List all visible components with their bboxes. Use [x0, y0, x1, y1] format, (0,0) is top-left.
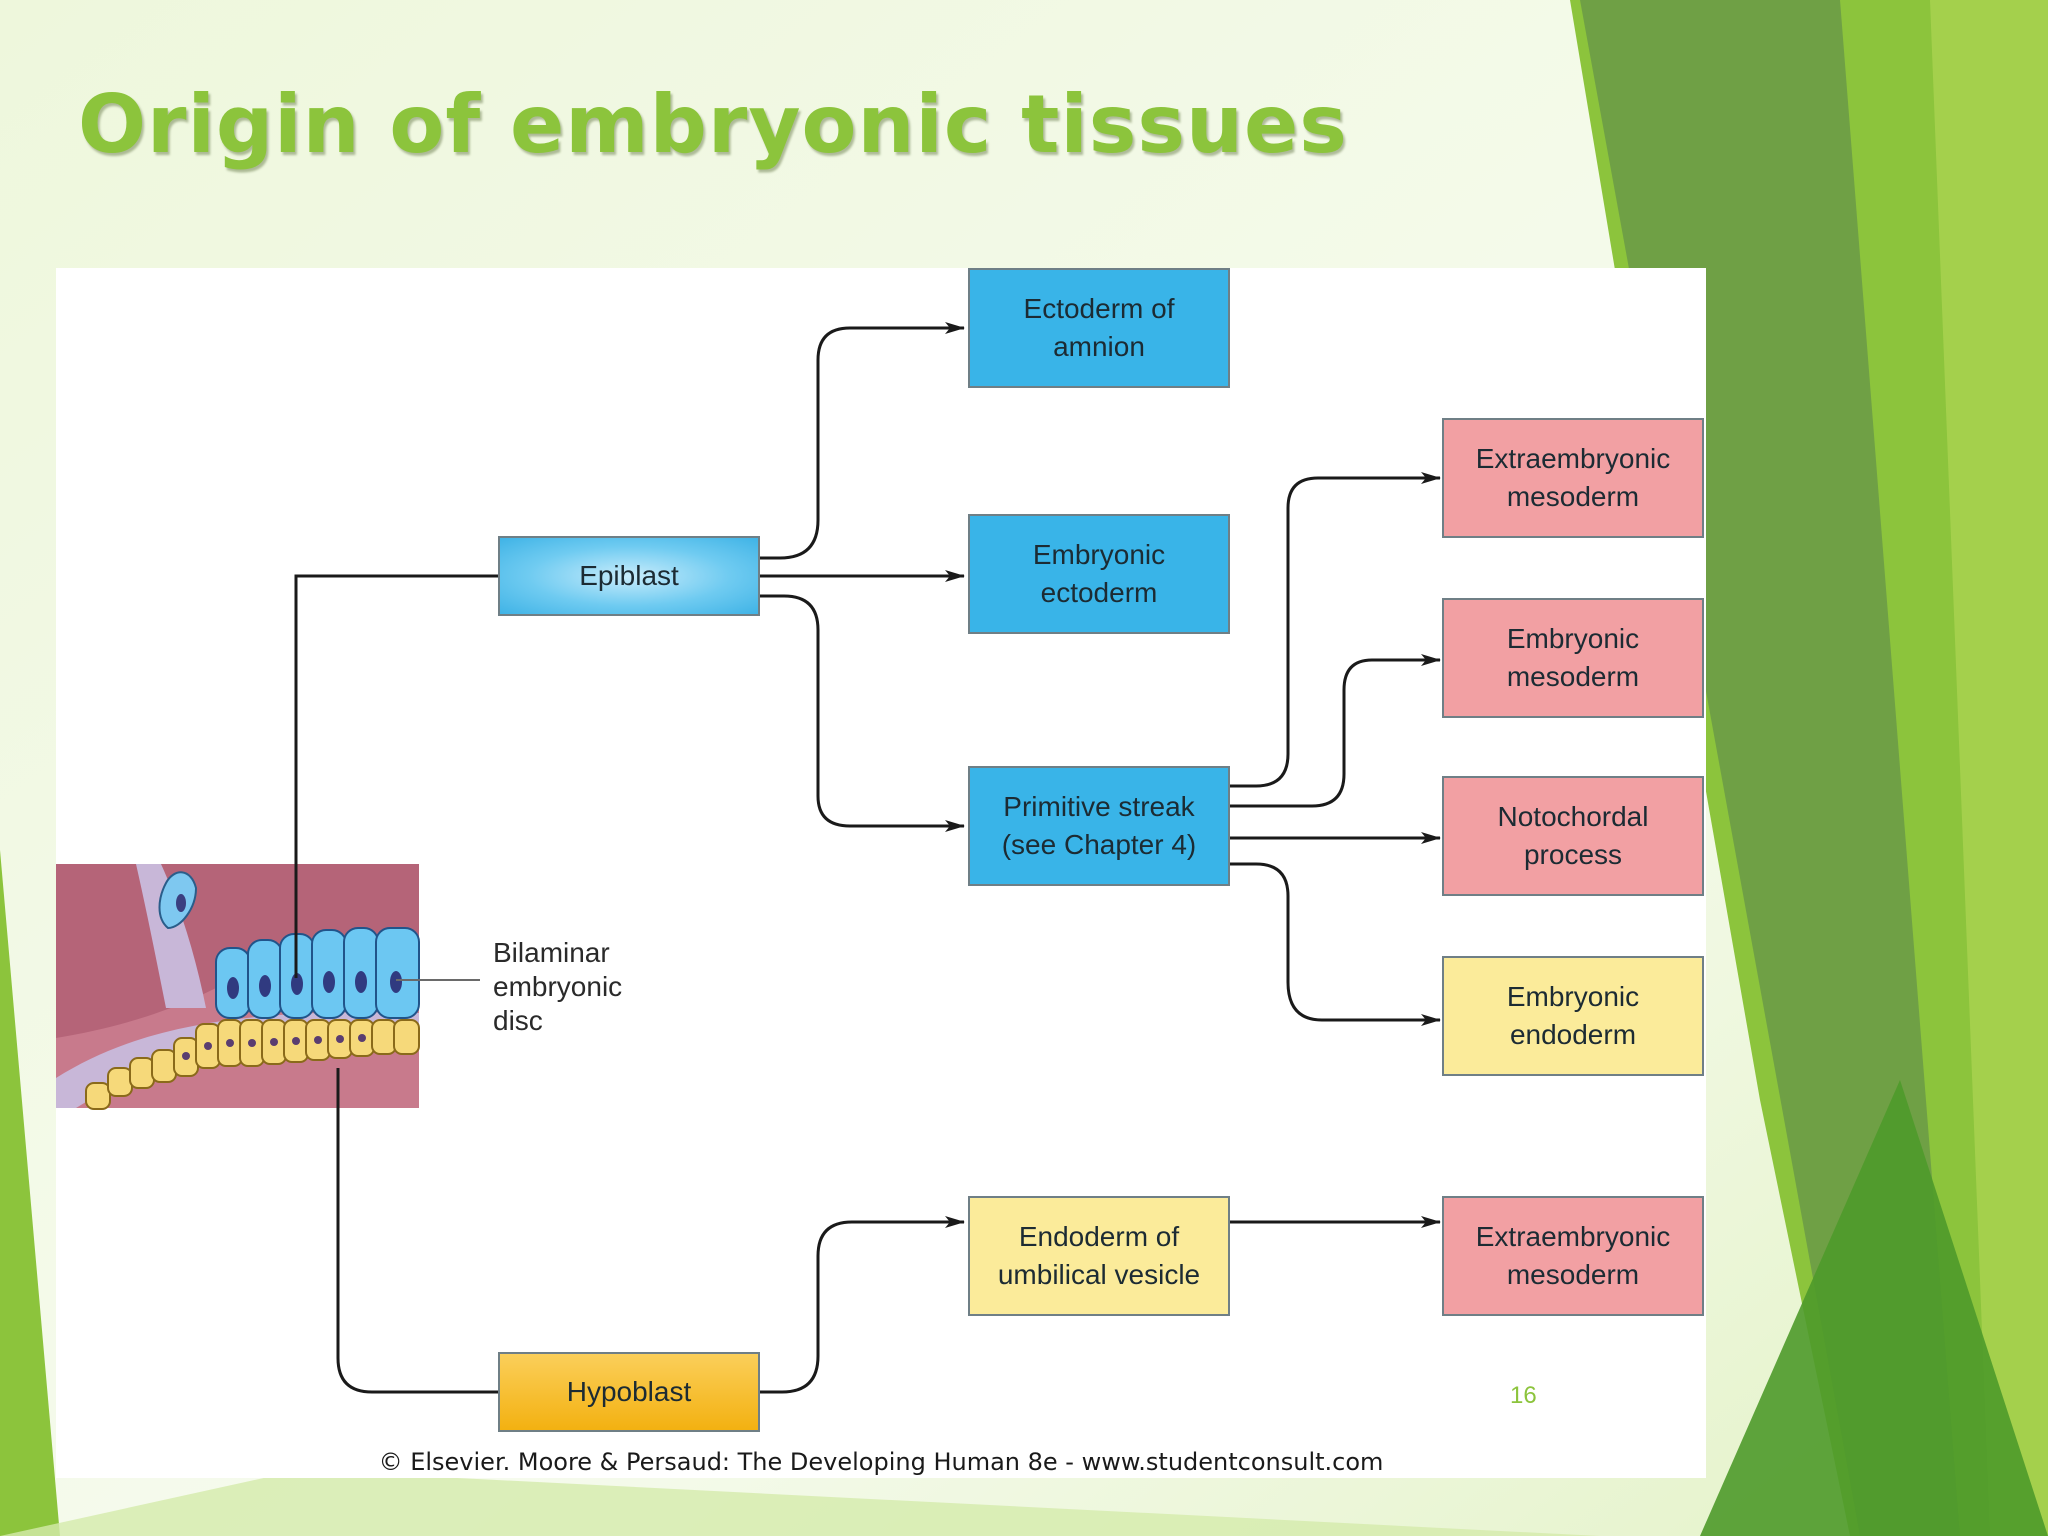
node-extraembryonic-mesoderm-lower: Extraembryonic mesoderm: [1442, 1196, 1704, 1316]
hypoblast-cells: [85, 1019, 420, 1110]
deco-shape-bottom: [0, 1470, 1600, 1536]
node-extraembryonic-mesoderm-upper: Extraembryonic mesoderm: [1442, 418, 1704, 538]
diagram-canvas: [56, 322, 1441, 1394]
hypoblast-nuclei: [182, 1034, 366, 1060]
connector-disc-to-epiblast: [294, 574, 498, 978]
page-number: 16: [1510, 1382, 1537, 1409]
node-notochordal-process: Notochordal process: [1442, 776, 1704, 896]
connector-epiblast-to-ectoderm-amnion: [760, 322, 965, 560]
node-epiblast: Epiblast: [498, 536, 760, 616]
connector-streak-to-extraembryonic-mesoderm: [1230, 472, 1441, 788]
node-embryonic-endoderm: Embryonic endoderm: [1442, 956, 1704, 1076]
connectors: [294, 322, 1441, 1394]
node-embryonic-ectoderm: Embryonic ectoderm: [968, 514, 1230, 634]
deco-shape-right-4: [1700, 1080, 2048, 1536]
node-primitive-streak: Primitive streak (see Chapter 4): [968, 766, 1230, 886]
node-embryonic-mesoderm: Embryonic mesoderm: [1442, 598, 1704, 718]
figure-credit: © Elsevier. Moore & Persaud: The Develop…: [378, 1448, 1384, 1476]
bilaminar-disc-label: Bilaminar embryonic disc: [493, 937, 623, 1036]
slide-title: Origin of embryonic tissues: [78, 78, 1348, 171]
connector-streak-to-embryonic-mesoderm: [1230, 654, 1441, 808]
deco-shape-left: [0, 850, 60, 1536]
node-hypoblast: Hypoblast: [498, 1352, 760, 1432]
embryonic-disc-illustration: [56, 864, 420, 1110]
deco-shape-right-3: [1930, 0, 2048, 1536]
epiblast-cells: [215, 927, 420, 1019]
node-endoderm-of-umbilical-vesicle: Endoderm of umbilical vesicle: [968, 1196, 1230, 1316]
connector-epiblast-to-primitive-streak: [760, 594, 965, 832]
connector-disc-to-hypoblast: [336, 1068, 498, 1394]
connector-streak-to-embryonic-endoderm: [1230, 862, 1441, 1026]
connector-hypoblast-to-umbilical-vesicle: [760, 1216, 965, 1394]
node-ectoderm-of-amnion: Ectoderm of amnion: [968, 268, 1230, 388]
diagram-figure: Bilaminar embryonic disc Epiblast Hypobl…: [56, 268, 1706, 1478]
